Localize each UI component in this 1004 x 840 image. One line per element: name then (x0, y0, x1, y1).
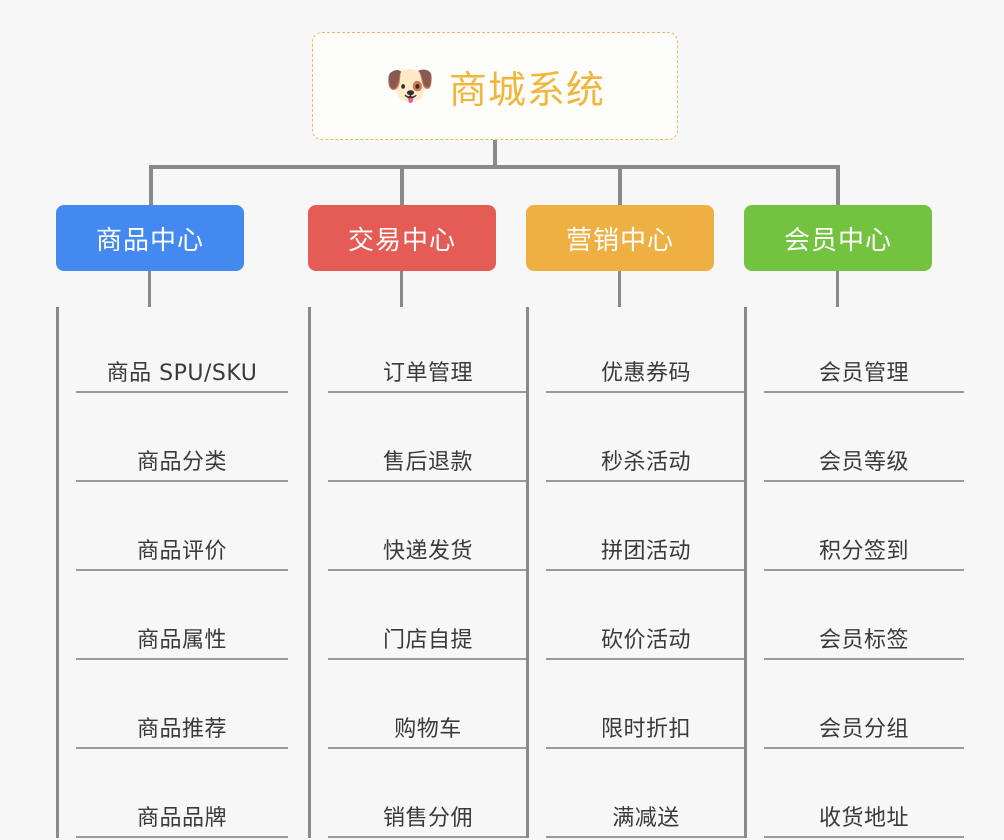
list-item[interactable]: 订单管理 (328, 307, 528, 393)
connector-category-stem (618, 271, 621, 307)
root-node-title: 商城系统 (448, 67, 605, 112)
connector-category-stem (148, 271, 151, 307)
leaf-list-member-center: 会员管理 会员等级 积分签到 会员标签 会员分组 收货地址 (744, 307, 964, 838)
list-item[interactable]: 售后退款 (328, 393, 528, 482)
list-item[interactable]: 会员分组 (764, 660, 964, 749)
leaf-list-trade-center: 订单管理 售后退款 快递发货 门店自提 购物车 销售分佣 (308, 307, 528, 838)
list-item[interactable]: 秒杀活动 (546, 393, 746, 482)
list-item[interactable]: 收货地址 (764, 749, 964, 838)
connector-drop-trade-center (400, 165, 404, 205)
list-item[interactable]: 积分签到 (764, 482, 964, 571)
connector-drop-product-center (149, 165, 153, 205)
list-item[interactable]: 会员管理 (764, 307, 964, 393)
category-header-product-center[interactable]: 商品中心 (56, 205, 244, 271)
connector-drop-marketing-center (618, 165, 622, 205)
list-item[interactable]: 门店自提 (328, 571, 528, 660)
leaf-list-product-center: 商品 SPU/SKU 商品分类 商品评价 商品属性 商品推荐 商品品牌 (56, 307, 288, 838)
category-header-marketing-center[interactable]: 营销中心 (526, 205, 714, 271)
branch-trade-center: 交易中心 订单管理 售后退款 快递发货 门店自提 购物车 销售分佣 (308, 205, 558, 838)
list-item[interactable]: 购物车 (328, 660, 528, 749)
branch-member-center: 会员中心 会员管理 会员等级 积分签到 会员标签 会员分组 收货地址 (744, 205, 994, 838)
root-node[interactable]: 🐶 商城系统 (312, 32, 678, 140)
shiba-dog-face-icon: 🐶 (385, 63, 435, 109)
list-item[interactable]: 限时折扣 (546, 660, 746, 749)
list-item[interactable]: 快递发货 (328, 482, 528, 571)
list-item[interactable]: 砍价活动 (546, 571, 746, 660)
connector-category-stem (400, 271, 403, 307)
category-header-trade-center[interactable]: 交易中心 (308, 205, 496, 271)
connector-category-stem (836, 271, 839, 307)
list-item[interactable]: 商品 SPU/SKU (76, 307, 288, 393)
connector-drop-member-center (836, 165, 840, 205)
list-item[interactable]: 满减送 (546, 749, 746, 838)
category-header-member-center[interactable]: 会员中心 (744, 205, 932, 271)
list-item[interactable]: 商品品牌 (76, 749, 288, 838)
list-item[interactable]: 商品推荐 (76, 660, 288, 749)
list-item[interactable]: 会员等级 (764, 393, 964, 482)
branch-product-center: 商品中心 商品 SPU/SKU 商品分类 商品评价 商品属性 商品推荐 商品品牌 (56, 205, 336, 838)
list-item[interactable]: 商品评价 (76, 482, 288, 571)
list-item[interactable]: 优惠券码 (546, 307, 746, 393)
connector-root-stem (493, 140, 497, 168)
leaf-list-marketing-center: 优惠券码 秒杀活动 拼团活动 砍价活动 限时折扣 满减送 (526, 307, 746, 838)
list-item[interactable]: 拼团活动 (546, 482, 746, 571)
list-item[interactable]: 会员标签 (764, 571, 964, 660)
list-item[interactable]: 商品属性 (76, 571, 288, 660)
connector-horizontal-bus (149, 165, 840, 169)
branch-marketing-center: 营销中心 优惠券码 秒杀活动 拼团活动 砍价活动 限时折扣 满减送 (526, 205, 776, 838)
list-item[interactable]: 商品分类 (76, 393, 288, 482)
list-item[interactable]: 销售分佣 (328, 749, 528, 838)
